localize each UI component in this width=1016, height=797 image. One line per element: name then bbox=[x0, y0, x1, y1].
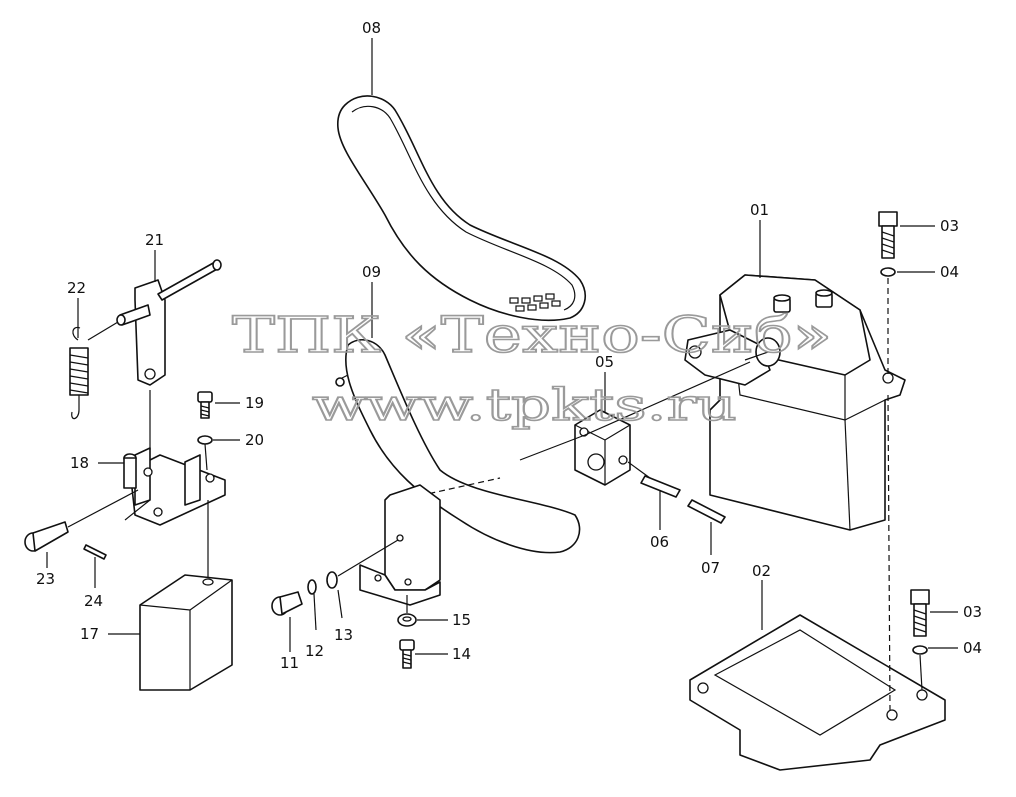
part-07-pin bbox=[687, 499, 726, 524]
callout-02: 02 bbox=[752, 562, 771, 580]
leader-lines bbox=[46, 38, 958, 655]
part-12-washer bbox=[307, 579, 317, 595]
part-08-pedal-pad bbox=[337, 95, 586, 322]
part-03-bolt-upper bbox=[878, 211, 898, 259]
watermark-url: www.tpkts.ru bbox=[312, 380, 737, 431]
part-02-base-plate bbox=[689, 614, 946, 771]
part-18-pivot-bracket bbox=[123, 390, 226, 526]
callout-11: 11 bbox=[280, 654, 299, 672]
part-05-coupling-block bbox=[574, 409, 631, 486]
callout-24: 24 bbox=[84, 592, 103, 610]
callout-05: 05 bbox=[595, 353, 614, 371]
callout-07: 07 bbox=[701, 559, 720, 577]
callout-09: 09 bbox=[362, 263, 381, 281]
callout-01: 01 bbox=[750, 201, 769, 219]
part-13-washer bbox=[326, 571, 338, 589]
callout-23: 23 bbox=[36, 570, 55, 588]
assembly-line-23-18 bbox=[67, 489, 139, 528]
watermark-company: ТПК «Техно-Сиб» bbox=[232, 306, 832, 364]
part-23-clevis-pin bbox=[24, 521, 69, 552]
part-15-nut bbox=[397, 613, 417, 627]
part-19-bolt bbox=[197, 391, 213, 419]
callout-04-lower: 04 bbox=[963, 639, 982, 657]
pad-grip-pattern bbox=[509, 293, 561, 312]
callout-12: 12 bbox=[305, 642, 324, 660]
callout-15: 15 bbox=[452, 611, 471, 629]
part-03-bolt-lower bbox=[910, 589, 930, 637]
assembly-line-09-05 bbox=[519, 434, 586, 461]
part-06-pin bbox=[640, 475, 681, 498]
assembly-line-13-09 bbox=[337, 539, 399, 577]
callout-06: 06 bbox=[650, 533, 669, 551]
callout-17: 17 bbox=[80, 625, 99, 643]
part-04-washer-lower bbox=[912, 645, 928, 655]
assembly-line-01-02 bbox=[887, 394, 891, 711]
callout-03-lower: 03 bbox=[963, 603, 982, 621]
callout-19: 19 bbox=[245, 394, 264, 412]
assembly-line-05-06 bbox=[627, 461, 651, 479]
part-17-stopper-block bbox=[139, 574, 233, 691]
callout-18: 18 bbox=[70, 454, 89, 472]
callout-22: 22 bbox=[67, 279, 86, 297]
part-04-washer-upper bbox=[880, 267, 896, 277]
callout-20: 20 bbox=[245, 431, 264, 449]
assembly-line-20-18 bbox=[204, 443, 208, 471]
callout-13: 13 bbox=[334, 626, 353, 644]
callout-08: 08 bbox=[362, 19, 381, 37]
part-09-pedal-lever bbox=[335, 339, 581, 606]
callout-03-upper: 03 bbox=[940, 217, 959, 235]
callout-21: 21 bbox=[145, 231, 164, 249]
callout-04-upper: 04 bbox=[940, 263, 959, 281]
assembly-line-04-02 bbox=[919, 654, 923, 691]
callout-14: 14 bbox=[452, 645, 471, 663]
assembly-line-05-01 bbox=[584, 361, 751, 436]
part-21-lever-arm bbox=[116, 259, 222, 386]
part-01-control-unit bbox=[684, 274, 906, 531]
part-20-washer bbox=[197, 435, 213, 445]
part-11-bolt bbox=[271, 591, 303, 616]
part-14-bolt bbox=[399, 639, 415, 669]
part-22-spring bbox=[69, 321, 119, 420]
part-24-cotter-pin bbox=[83, 544, 107, 560]
